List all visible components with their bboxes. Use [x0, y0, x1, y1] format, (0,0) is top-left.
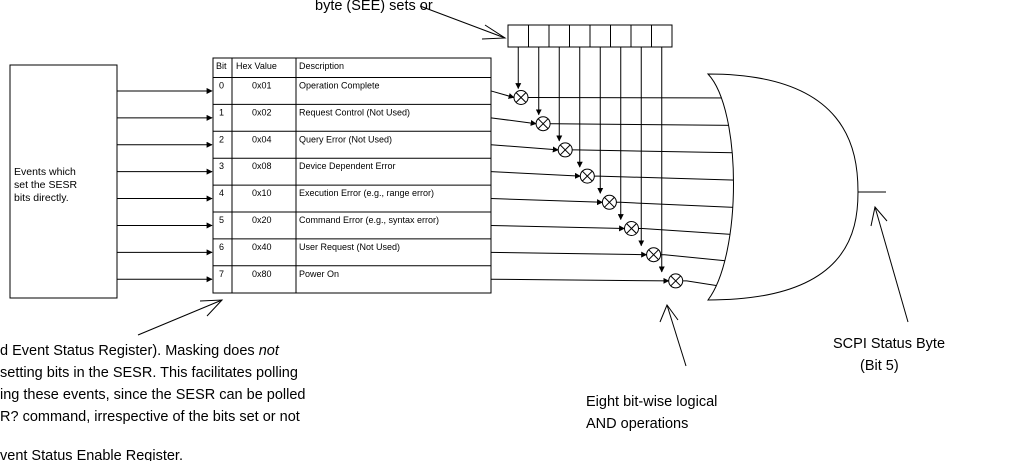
table-cell-bit: 1 [219, 107, 224, 117]
and-gate-cross [626, 223, 637, 234]
table-cell-desc: Device Dependent Error [299, 161, 396, 171]
table-cell-bit: 4 [219, 188, 224, 198]
and-gate-cross [559, 144, 571, 156]
paragraph-line-1a: d Event Status Register). Masking does [0, 343, 255, 359]
events-line-1: Events which [14, 166, 76, 178]
and-input-wire [490, 90, 515, 99]
enable-register-cell [528, 24, 550, 48]
arrow-to-or-output [874, 206, 909, 323]
paragraph-line-5: vent Status Enable Register. [0, 448, 183, 461]
event-arrows [117, 87, 213, 283]
enable-register-cell [569, 24, 591, 48]
table-cell-desc: User Request (Not Used) [299, 242, 400, 252]
and-gate-cross [648, 249, 659, 260]
paragraph-line-1b: not [259, 343, 280, 359]
table-cell-bit: 5 [219, 215, 224, 225]
arrowhead-and-gates [659, 303, 679, 323]
table-header-bit: Bit [216, 61, 227, 71]
table-border [212, 57, 492, 294]
and-caption-line-1: Eight bit-wise logical [586, 394, 717, 410]
enable-register-cell [589, 24, 611, 48]
or-input-wire [572, 149, 749, 154]
table-cell-hex: 0x04 [252, 134, 272, 144]
sesr-table: Bit Hex Value Description 0 0x01 Operation… [212, 57, 492, 294]
table-cell-hex: 0x10 [252, 188, 272, 198]
table-cell-bit: 6 [219, 242, 224, 252]
and-gate-cross [537, 118, 549, 129]
arrow-to-table [137, 299, 223, 336]
status-caption-line-1: SCPI Status Byte [833, 336, 945, 352]
table-cell-desc: Command Error (e.g., syntax error) [299, 215, 439, 225]
enable-register-cell [610, 24, 632, 48]
table-cell-hex: 0x80 [252, 269, 272, 279]
and-input-wire [490, 171, 581, 179]
and-gate-cross [670, 275, 681, 287]
table-cell-desc: Execution Error (e.g., range error) [299, 188, 434, 198]
enable-register-cell [651, 24, 673, 48]
paragraph-line-4: R? command, irrespective of the bits set… [0, 409, 300, 425]
arrow-to-enable-register [419, 5, 506, 39]
table-cell-hex: 0x01 [252, 81, 272, 91]
arrowhead-table [199, 299, 224, 317]
table-cell-desc: Operation Complete [299, 81, 380, 91]
and-gate-cross [604, 197, 615, 208]
events-line-3: bits directly. [14, 192, 69, 204]
paragraph-line-3: ing these events, since the SESR can be … [0, 387, 306, 403]
table-header-desc: Description [299, 61, 344, 71]
and-input-wire [490, 117, 537, 126]
or-gate [706, 73, 859, 301]
table-cell-bit: 7 [219, 269, 224, 279]
events-line-2: set the SESR [14, 179, 77, 191]
enable-register-cell [548, 24, 570, 48]
events-box [9, 64, 118, 299]
table-cell-desc: Request Control (Not Used) [299, 107, 410, 117]
arrowhead-or-output [870, 205, 888, 227]
and-input-wire [490, 251, 648, 258]
table-cell-hex: 0x40 [252, 242, 272, 252]
and-input-wire [490, 144, 559, 153]
table-cell-bit: 2 [219, 134, 224, 144]
table-cell-bit: 0 [219, 81, 224, 91]
or-input-wire [594, 175, 749, 181]
enable-register [507, 24, 673, 48]
top-caption: byte (SEE) sets or [315, 0, 433, 14]
table-cell-desc: Query Error (Not Used) [299, 134, 392, 144]
or-input-wire [550, 123, 749, 126]
and-gate-cross [515, 92, 527, 103]
paragraph-line-1: d Event Status Register). Masking does n… [0, 343, 280, 359]
arrowhead-enable-register [481, 24, 507, 40]
or-input-wire [528, 97, 749, 99]
table-cell-bit: 3 [219, 161, 224, 171]
and-input-wire [490, 277, 670, 284]
table-cell-desc: Power On [299, 269, 339, 279]
or-input-wire [616, 201, 749, 209]
and-gate-cross [582, 170, 593, 182]
table-cell-hex: 0x02 [252, 107, 272, 117]
and-wires [490, 47, 749, 291]
enable-register-cell [630, 24, 652, 48]
and-input-wire [490, 198, 603, 206]
table-header-hex: Hex Value [236, 61, 277, 71]
and-caption-line-2: AND operations [586, 416, 688, 432]
paragraph-line-2: setting bits in the SESR. This facilitat… [0, 365, 298, 381]
or-input-wire [638, 228, 749, 236]
table-cell-hex: 0x20 [252, 215, 272, 225]
status-caption-line-2: (Bit 5) [860, 358, 899, 374]
enable-register-cell [507, 24, 529, 48]
and-input-wire [490, 224, 626, 232]
table-cell-hex: 0x08 [252, 161, 272, 171]
arrow-to-and-gates [666, 304, 687, 367]
